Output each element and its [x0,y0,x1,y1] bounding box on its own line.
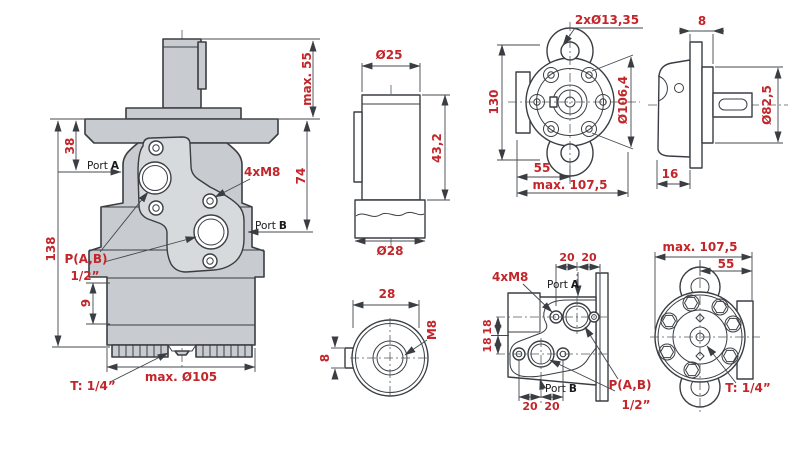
dim-d28: Ø28 [377,244,404,258]
dim-74: 74 [294,168,308,185]
keyway-slot [718,98,748,111]
dim-max-55: max. 55 [300,52,314,106]
dim-d106-4: Ø106,4 [616,76,630,124]
m8-hole [202,193,218,209]
bolt-hole [202,253,218,269]
dim-20-top-right: 20 [581,251,597,264]
dim-43-2: 43,2 [430,133,444,163]
port-b-hole [193,214,229,250]
dim-d82-5: Ø82,5 [760,85,774,125]
label-t-quarter: T: 1/4” [70,379,115,393]
dim-16: 16 [662,167,679,181]
rear-dimension-lines [654,252,753,384]
shaft [162,38,202,109]
label-2xd1335: 2xØ13,35 [575,13,639,27]
dim-130: 130 [487,89,501,114]
label-pab-size: 1/2” [622,398,651,412]
small-hole [674,83,684,93]
dim-20-top-left: 20 [559,251,575,264]
label-pab: P(A,B) [609,378,652,392]
shaft-dimension-lines [354,62,450,245]
bolt-hole [148,200,164,216]
dim-55: 55 [534,161,551,175]
front-dimension-lines [50,38,320,383]
flange-bar [595,272,609,402]
label-pab-size: 1/2” [71,269,100,283]
side-dimension-lines [656,27,783,189]
flange-plate [689,41,703,169]
shaft-detail-view: Ø25 43,2 Ø28 [353,48,450,258]
drain-plug-tab [174,350,190,356]
body-profile [657,59,691,158]
bolt-hole [148,140,164,156]
label-4xm8: 4xM8 [492,270,528,284]
flange-dimension-lines [497,27,643,197]
flange-face-view: 2xØ13,35 130 Ø106,4 55 max. 107,5 [487,13,643,197]
side-profile-view: 8 Ø82,5 16 [648,14,788,189]
dim-8-plate: 8 [698,14,706,28]
front-view: max. 55 74 38 138 9 max. Ø105 4xM8 T: 1/… [44,30,320,393]
pilot-hub [701,66,714,144]
label-4xm8: 4xM8 [244,165,280,179]
dim-18-lower: 18 [481,337,494,352]
dim-28: 28 [379,287,396,301]
break-line [355,211,425,217]
shaft-key [197,41,207,90]
shaft-body [361,94,421,201]
rear-view: max. 107,5 55 T: 1/4” [650,240,771,412]
port-a-hole [138,161,172,195]
dim-max-d105: max. Ø105 [145,370,217,384]
dim-20-bottom-left: 20 [522,400,538,413]
spline-teeth [111,344,253,358]
dim-138: 138 [44,236,58,261]
shaft-collar [354,199,426,239]
dim-55: 55 [718,257,735,271]
dim-9: 9 [79,299,93,307]
dim-max-107-5: max. 107,5 [662,240,737,254]
dim-8-key: 8 [318,354,332,362]
dim-38: 38 [63,138,77,155]
dim-max-107-5: max. 107,5 [532,178,607,192]
label-m8: M8 [425,320,439,340]
shaft-key [353,111,363,183]
label-t-quarter: T: 1/4” [725,381,770,395]
shaft-end-dimension-lines [331,300,428,380]
label-pab: P(A,B) [65,252,108,266]
shaft-collar [125,107,242,120]
dim-18-upper: 18 [481,319,494,334]
dim-d25: Ø25 [376,48,403,62]
port-view-dimension-lines [491,263,619,401]
port-notch [657,75,668,102]
front-dimension-texts: max. 55 74 38 138 9 max. Ø105 4xM8 T: 1/… [44,52,314,393]
dim-20-bottom-right: 20 [544,400,560,413]
shaft-end-view: 28 M8 8 [318,287,439,398]
